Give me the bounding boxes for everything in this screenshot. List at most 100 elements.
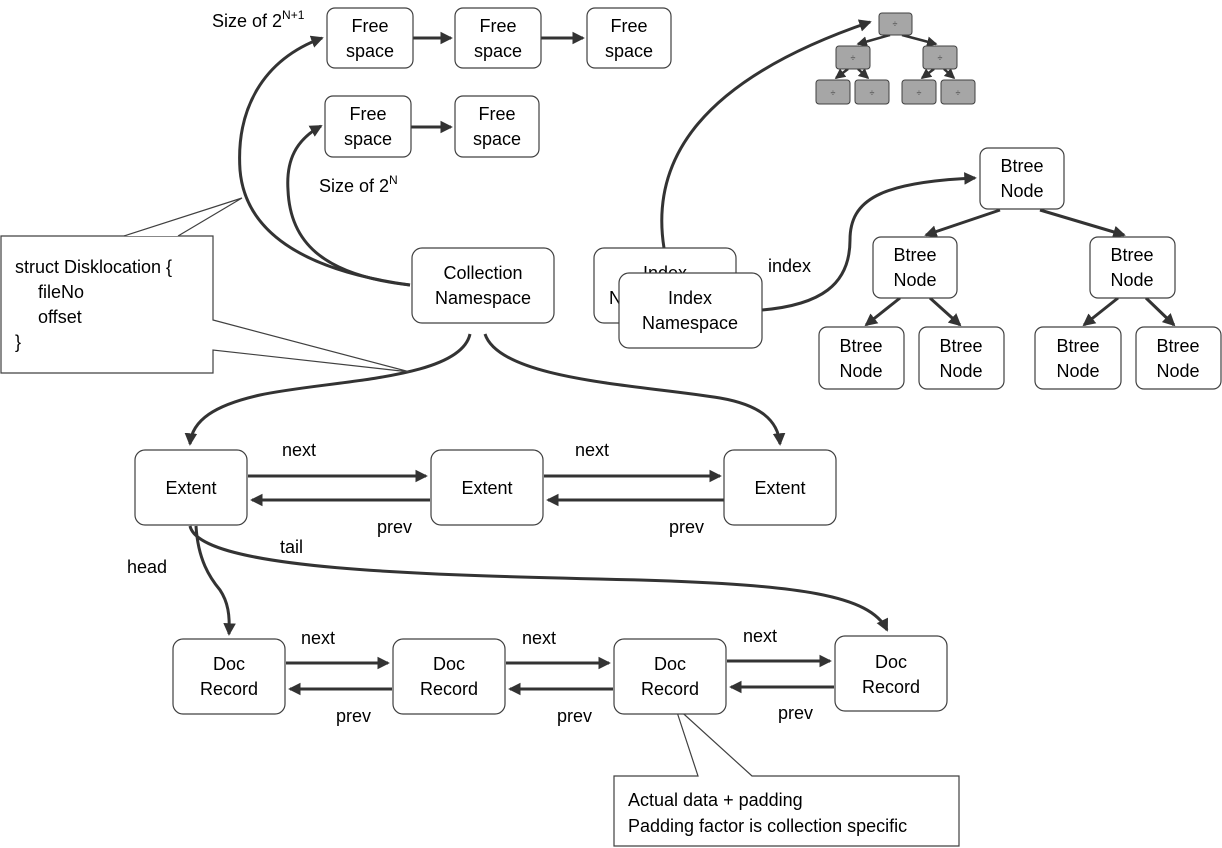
disklocation-pointer bbox=[123, 197, 243, 237]
index-to-btree-arrow bbox=[761, 172, 977, 312]
btree-node-line-1: Btree bbox=[939, 336, 982, 356]
doc-note-callout-box bbox=[613, 704, 960, 847]
mini-tree-edge bbox=[857, 68, 870, 80]
free-space-node: Free space bbox=[586, 7, 672, 69]
extent-next-label: next bbox=[282, 440, 316, 460]
doc-next-label: next bbox=[522, 628, 556, 648]
free-space-small: Free space Free space Size of 2N bbox=[319, 95, 540, 196]
disklocation-callout: struct Disklocation { fileNo offset } bbox=[0, 197, 411, 374]
mini-tree-edge bbox=[920, 68, 935, 79]
extent-node: Extent bbox=[430, 449, 544, 526]
btree-edge bbox=[928, 296, 962, 327]
free-space-large: Size of 2N+1 Free space Free space Free … bbox=[212, 7, 672, 69]
doc-note-line-1: Actual data + padding bbox=[628, 790, 803, 810]
mini-tree-glyph: ÷ bbox=[917, 88, 922, 98]
free-space-line-2: space bbox=[474, 41, 522, 61]
mini-tree-edge bbox=[943, 68, 956, 80]
doc-note-callout: Actual data + padding Padding factor is … bbox=[613, 704, 960, 847]
mini-tree-node: ÷ bbox=[901, 79, 937, 105]
mini-tree-node: ÷ bbox=[878, 12, 913, 36]
mini-tree-edge bbox=[901, 33, 938, 47]
doc-records: Doc Record Doc Record Doc Record Doc Rec… bbox=[172, 626, 948, 726]
btree-node: Btree Node bbox=[918, 326, 1005, 390]
collection-namespace-node: Collection Namespace bbox=[411, 247, 555, 324]
doc-record-line-1: Doc bbox=[433, 654, 465, 674]
doc-prev-label: prev bbox=[557, 706, 592, 726]
mini-tree-glyph: ÷ bbox=[851, 53, 856, 63]
btree-node: Btree Node bbox=[1089, 236, 1176, 299]
extent-head-arrow bbox=[194, 525, 236, 636]
disklocation-line-4: } bbox=[15, 332, 21, 352]
extent-tail-arrow bbox=[188, 525, 889, 632]
btree-edge bbox=[924, 208, 1001, 238]
btree-edge bbox=[1039, 208, 1126, 238]
extent-node: Extent bbox=[134, 449, 248, 526]
doc-record-line-2: Record bbox=[641, 679, 699, 699]
mini-tree-node: ÷ bbox=[922, 45, 958, 70]
free-space-line-1: Free bbox=[479, 16, 516, 36]
btree-node-line-1: Btree bbox=[1000, 156, 1043, 176]
collection-to-extent-first-arrow bbox=[184, 333, 472, 446]
disklocation-line-1: struct Disklocation { bbox=[15, 257, 172, 277]
collection-to-free-small-arrow bbox=[286, 124, 411, 287]
btree-node: Btree Node bbox=[1135, 326, 1222, 390]
free-space-node: Free space bbox=[454, 95, 540, 158]
index-namespace-line-1: Index bbox=[668, 288, 712, 308]
btree-root-node: Btree Node bbox=[979, 147, 1065, 210]
btree-node-line-2: Node bbox=[893, 270, 936, 290]
extent-label: Extent bbox=[754, 478, 805, 498]
mini-tree-edge bbox=[834, 68, 849, 79]
doc-record-line-1: Doc bbox=[654, 654, 686, 674]
btree-edge bbox=[864, 296, 901, 327]
size-small-label: Size of 2N bbox=[319, 173, 398, 196]
doc-record-line-1: Doc bbox=[875, 652, 907, 672]
doc-record-node: Doc Record bbox=[613, 638, 727, 715]
head-label: head bbox=[127, 557, 167, 577]
mini-tree-node: ÷ bbox=[940, 79, 976, 105]
free-space-line-2: space bbox=[346, 41, 394, 61]
doc-next-label: next bbox=[301, 628, 335, 648]
disklocation-line-3: offset bbox=[38, 307, 82, 327]
free-space-line-1: Free bbox=[478, 104, 515, 124]
btree-node-line-1: Btree bbox=[1056, 336, 1099, 356]
doc-record-line-1: Doc bbox=[213, 654, 245, 674]
index-namespace-line-2: Namespace bbox=[642, 313, 738, 333]
mini-tree-glyph: ÷ bbox=[893, 19, 898, 29]
doc-record-node: Doc Record bbox=[172, 638, 286, 715]
connectors bbox=[184, 19, 1176, 696]
extent-prev-label: prev bbox=[377, 517, 412, 537]
doc-prev-label: prev bbox=[336, 706, 371, 726]
extent-next-label: next bbox=[575, 440, 609, 460]
tail-label: tail bbox=[280, 537, 303, 557]
collection-namespace-line-1: Collection bbox=[443, 263, 522, 283]
doc-next-label: next bbox=[743, 626, 777, 646]
btree-edge bbox=[1144, 296, 1176, 327]
doc-note-line-2: Padding factor is collection specific bbox=[628, 816, 907, 836]
btree-node-line-1: Btree bbox=[1156, 336, 1199, 356]
disklocation-line-2: fileNo bbox=[38, 282, 84, 302]
collection-to-free-large-arrow bbox=[238, 35, 411, 287]
mini-tree-node: ÷ bbox=[835, 45, 871, 70]
free-space-line-1: Free bbox=[351, 16, 388, 36]
collection-to-extent-last-arrow bbox=[483, 333, 786, 446]
btree-node-line-2: Node bbox=[939, 361, 982, 381]
index-link-label: index bbox=[768, 256, 811, 276]
index-namespace-node: Index Namespace bbox=[618, 272, 763, 349]
extent-prev-label: prev bbox=[669, 517, 704, 537]
free-space-node: Free space bbox=[324, 95, 412, 158]
free-space-line-2: space bbox=[605, 41, 653, 61]
btree-node: Btree Node bbox=[872, 236, 958, 299]
mini-tree-node: ÷ bbox=[815, 79, 851, 105]
btree-node-line-1: Btree bbox=[1110, 245, 1153, 265]
extent-label: Extent bbox=[165, 478, 216, 498]
btree-node: Btree Node bbox=[1034, 326, 1122, 390]
mini-tree: ÷ ÷ ÷ ÷ ÷ ÷ ÷ bbox=[815, 12, 976, 105]
doc-record-node: Doc Record bbox=[834, 635, 948, 712]
extents: Extent Extent Extent next prev next prev… bbox=[127, 440, 837, 577]
free-space-node: Free space bbox=[454, 7, 542, 69]
index-to-mini-tree-arrow bbox=[660, 19, 872, 249]
mini-tree-node: ÷ bbox=[854, 79, 890, 105]
btree-node-line-2: Node bbox=[839, 361, 882, 381]
free-space-node: Free space bbox=[326, 7, 414, 69]
